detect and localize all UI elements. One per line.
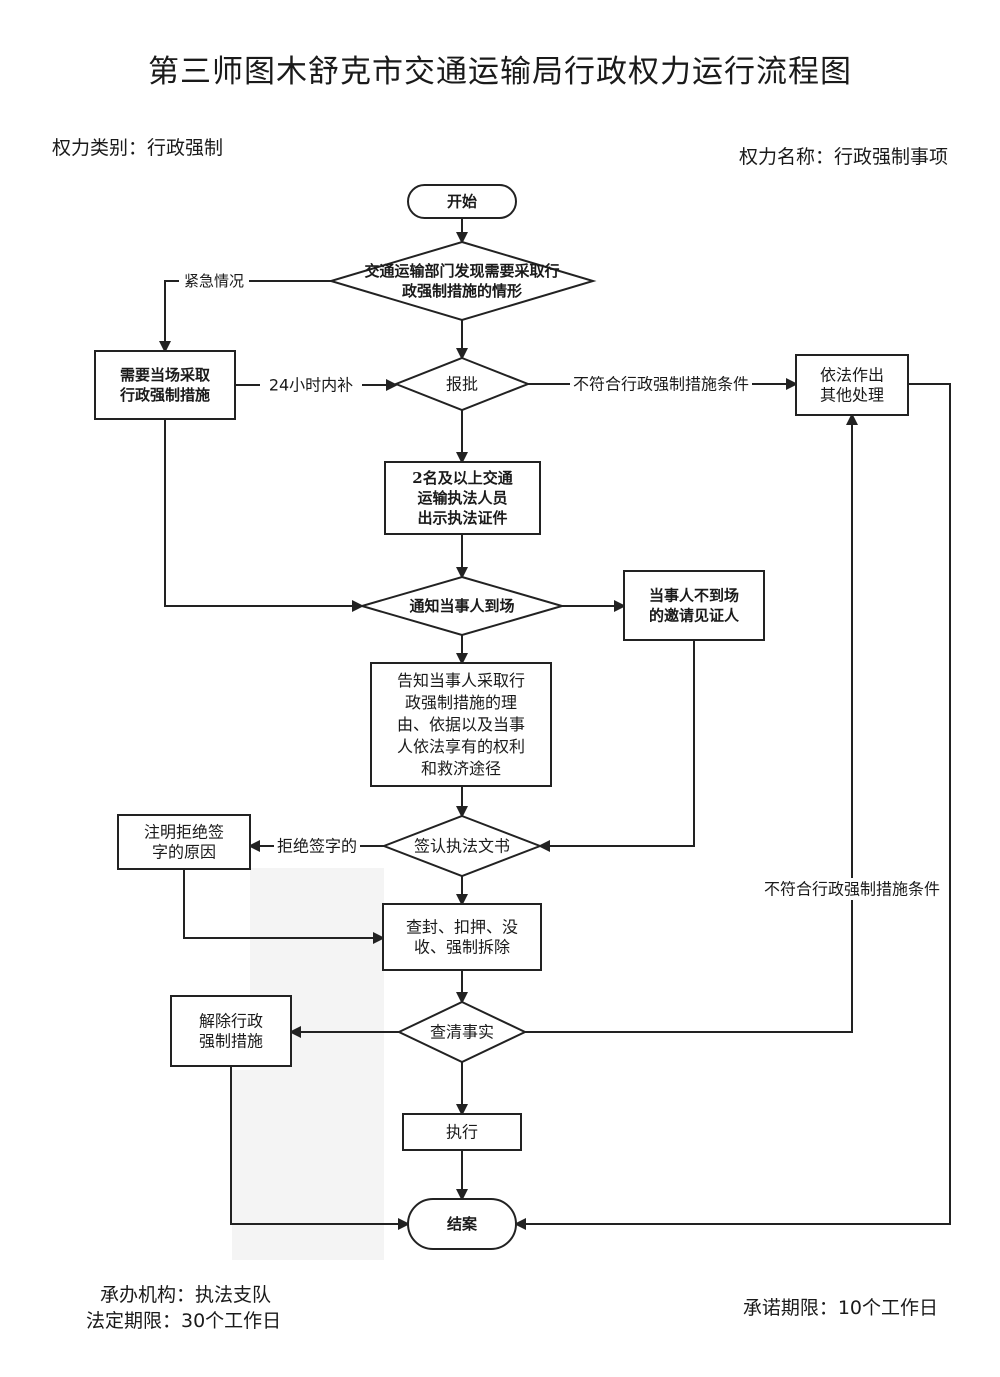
node-label: 签认执法文书: [414, 837, 510, 856]
promised-time-limit: 承诺期限：10个工作日: [742, 1297, 938, 1319]
handling-agency: 承办机构：执法支队: [100, 1284, 272, 1306]
node-label: 依法作出: [820, 366, 884, 385]
shaded-background: [232, 868, 384, 1260]
node-label: 报批: [446, 375, 478, 394]
terminal-shape: [407, 1198, 517, 1250]
edge-label-not-meet-2: 不符合行政强制措施条件: [761, 878, 943, 900]
edge-label-text: 不符合行政强制措施条件: [573, 375, 749, 394]
decision-diamond: [327, 240, 597, 322]
node-label: 需要当场采取: [120, 366, 211, 384]
node-label: 出示执法证件: [417, 509, 507, 527]
node-sign: 签认执法文书: [381, 814, 543, 878]
node-notify: 通知当事人到场: [358, 575, 566, 637]
edge-label-text: 24小时内补: [269, 376, 353, 395]
edge-label-emergency: 紧急情况: [179, 270, 249, 292]
node-label: 告知当事人采取行: [397, 671, 525, 690]
node-execute: 执行: [402, 1113, 522, 1151]
label-background: [260, 374, 362, 396]
power-name: 权力名称：行政强制事项: [738, 146, 948, 168]
node-label: 结案: [447, 1215, 478, 1233]
edge-label-text: 不符合行政强制措施条件: [764, 880, 940, 899]
process-box: [370, 662, 552, 787]
label-background: [179, 270, 249, 292]
node-label: 由、依据以及当事: [397, 715, 525, 734]
node-label: 收、强制拆除: [414, 938, 510, 957]
node-label: 的邀请见证人: [649, 607, 740, 625]
edge-label-not-meet-1: 不符合行政强制措施条件: [570, 373, 752, 395]
edge-label-refuse: 拒绝签字的: [274, 835, 360, 857]
node-label: 和救济途径: [421, 759, 501, 778]
node-label: 字的原因: [152, 843, 216, 862]
edge-lift-to-close: [230, 1066, 410, 1230]
process-box: [382, 903, 542, 971]
decision-diamond: [393, 356, 531, 412]
process-box: [170, 995, 292, 1067]
label-background: [274, 835, 360, 857]
process-box: [402, 1113, 522, 1151]
node-label: 交通运输部门发现需要采取行: [364, 262, 559, 280]
node-report: 报批: [393, 356, 531, 412]
node-label: 其他处理: [820, 386, 884, 405]
label-background: [570, 373, 752, 395]
process-box: [94, 350, 236, 420]
page-title: 第三师图木舒克市交通运输局行政权力运行流程图: [148, 54, 852, 90]
node-label: 2名及以上交通: [412, 469, 512, 487]
node-label: 查封、扣押、没: [406, 918, 518, 937]
decision-diamond: [381, 814, 543, 878]
node-label: 通知当事人到场: [409, 597, 514, 615]
node-label: 人依法享有的权利: [397, 737, 525, 756]
edge-investigate-to-other: [525, 413, 858, 1033]
edge-discover-to-onsite: [159, 280, 331, 353]
edge-witness-to-sign: [538, 640, 695, 852]
node-close: 结案: [407, 1198, 517, 1250]
process-box: [117, 814, 251, 870]
node-start: 开始: [407, 184, 517, 219]
edge-onsite-to-notify: [164, 419, 364, 612]
decision-diamond: [358, 575, 566, 637]
legal-time-limit: 法定期限：30个工作日: [86, 1310, 282, 1332]
node-label: 政强制措施的情形: [402, 282, 522, 300]
process-box: [795, 354, 909, 416]
node-seize: 查封、扣押、没收、强制拆除: [382, 903, 542, 971]
edge-label-within24: 24小时内补: [260, 374, 362, 396]
node-investigate: 查清事实: [396, 1000, 528, 1064]
node-label: 查清事实: [430, 1023, 494, 1042]
label-background: [761, 878, 943, 900]
edge-label-text: 紧急情况: [184, 272, 244, 290]
node-label: 行政强制措施: [119, 386, 210, 404]
edge-refuse-note-to-seize: [183, 869, 385, 944]
power-category: 权力类别：行政强制: [52, 137, 224, 159]
terminal-shape: [407, 184, 517, 219]
node-label: 开始: [447, 193, 477, 211]
node-label: 执行: [446, 1123, 478, 1142]
node-label: 政强制措施的理: [405, 693, 517, 712]
node-label: 当事人不到场: [649, 587, 739, 605]
node-label: 解除行政: [199, 1012, 263, 1031]
edge-label-text: 拒绝签字的: [277, 837, 357, 856]
node-label: 运输执法人员: [417, 489, 507, 507]
decision-diamond: [396, 1000, 528, 1064]
node-label: 注明拒绝签: [144, 823, 224, 842]
node-label: 强制措施: [199, 1032, 263, 1051]
edge-other-to-close: [514, 383, 951, 1230]
process-box: [623, 570, 765, 641]
process-box: [384, 461, 541, 535]
